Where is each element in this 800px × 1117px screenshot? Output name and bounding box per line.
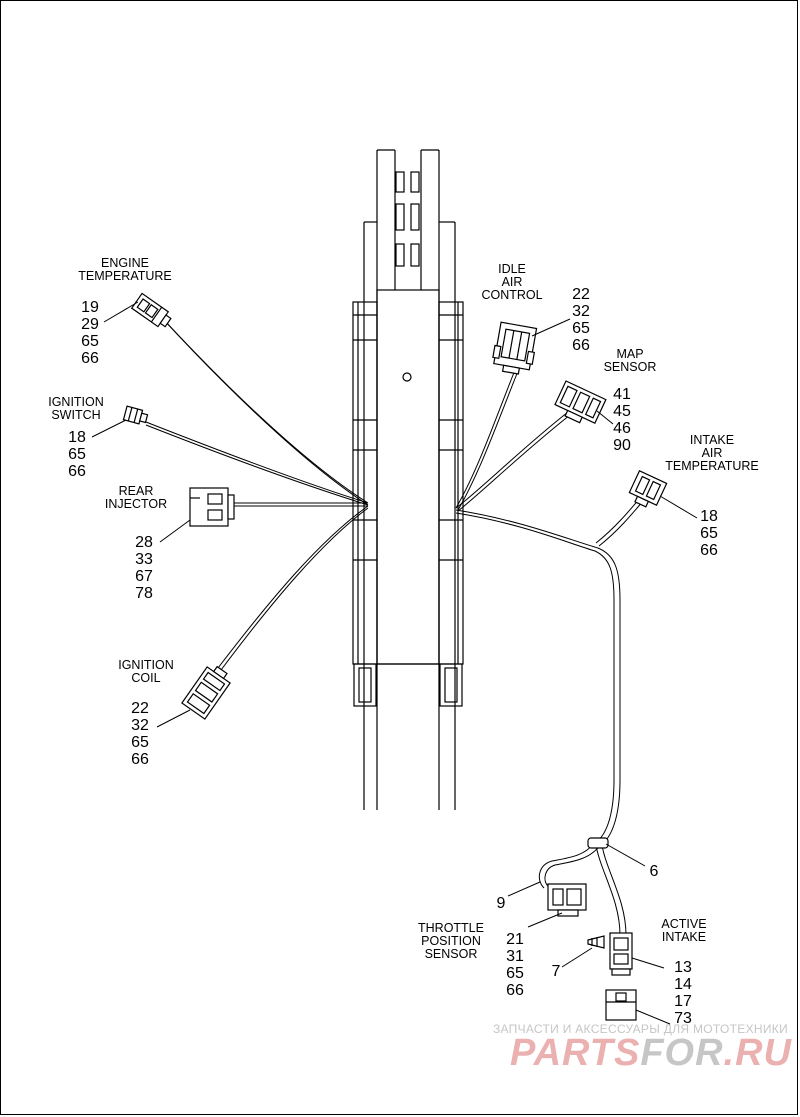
leader-73	[635, 1009, 671, 1025]
watermark-brand-for: FOR	[640, 1032, 724, 1074]
watermark-tagline: ЗАПЧАСТИ И АКСЕССУАРЫ ДЛЯ МОТОТЕХНИКИ	[492, 1022, 788, 1036]
leader-engine-temperature	[103, 301, 139, 323]
active-intake-refs: 13 14 17 73	[674, 959, 692, 1027]
frame-rails	[352, 149, 464, 810]
map-sensor-refs: 41 45 46 90	[613, 386, 631, 454]
idle-air-control-label: IDLE AIR CONTROL	[481, 262, 543, 302]
active-intake-plug	[605, 989, 637, 1021]
active-intake-connector	[609, 932, 633, 976]
throttle-position-sensor-label: THROTTLE POSITION SENSOR	[418, 921, 484, 961]
left-wires	[145, 317, 369, 671]
ignition-coil-refs: 22 32 65 66	[131, 700, 149, 768]
idle-air-control-refs: 22 32 65 66	[572, 286, 590, 354]
throttle-position-sensor-connector	[547, 883, 587, 917]
watermark-brand: PARTSFOR.RU	[486, 1032, 792, 1075]
wire-clip	[587, 935, 605, 949]
leader-ignition-coil	[156, 709, 191, 728]
leader-7	[561, 947, 593, 968]
intake-air-temperature-connector	[628, 469, 668, 508]
ignition-switch-label: IGNITION SWITCH	[48, 395, 104, 422]
watermark-brand-ru: .RU	[723, 1032, 792, 1074]
leader-6	[605, 843, 646, 867]
watermark-brand-parts: PARTS	[510, 1032, 641, 1074]
ignition-switch-refs: 18 65 66	[68, 429, 86, 480]
callout-7: 7	[551, 963, 561, 980]
callout-6: 6	[649, 863, 659, 880]
active-intake-label: ACTIVE INTAKE	[661, 917, 707, 944]
engine-temperature-label: ENGINE TEMPERATURE	[78, 256, 172, 283]
intake-air-temperature-label: INTAKE AIR TEMPERATURE	[665, 433, 759, 473]
leader-rear-injector	[159, 519, 191, 543]
map-sensor-connector	[554, 380, 607, 424]
leader-map-sensor	[596, 410, 614, 425]
rear-injector-refs: 28 33 67 78	[135, 534, 153, 602]
leader-intake-air-temperature	[659, 495, 698, 519]
ignition-coil-label: IGNITION COIL	[118, 658, 174, 685]
ignition-switch-connector	[122, 405, 149, 425]
engine-temperature-refs: 19 29 65 66	[81, 299, 99, 367]
callout-9: 9	[496, 895, 506, 912]
rear-injector-connector	[189, 487, 235, 527]
leader-active-intake	[631, 957, 665, 969]
intake-air-temperature-refs: 18 65 66	[700, 508, 718, 559]
leader-idle-air-control	[531, 318, 571, 337]
throttle-position-sensor-refs: 21 31 65 66	[506, 931, 524, 999]
ignition-coil-connector	[181, 665, 231, 720]
map-sensor-label: MAP SENSOR	[603, 347, 657, 374]
leader-ignition-switch	[91, 419, 127, 438]
idle-air-control-connector	[492, 321, 538, 375]
harness-clamp	[587, 837, 609, 849]
rear-injector-label: REAR INJECTOR	[104, 484, 168, 511]
right-wires	[455, 369, 644, 936]
engine-temperature-connector	[130, 292, 172, 328]
leader-tps	[527, 912, 563, 928]
leader-9	[507, 881, 541, 897]
